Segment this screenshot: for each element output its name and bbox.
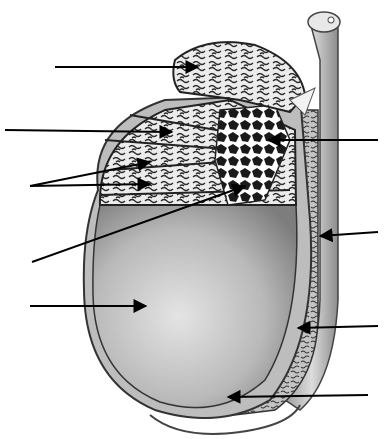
vas-deferens-lumen [308,12,340,32]
duct-opening-icon [328,17,334,23]
